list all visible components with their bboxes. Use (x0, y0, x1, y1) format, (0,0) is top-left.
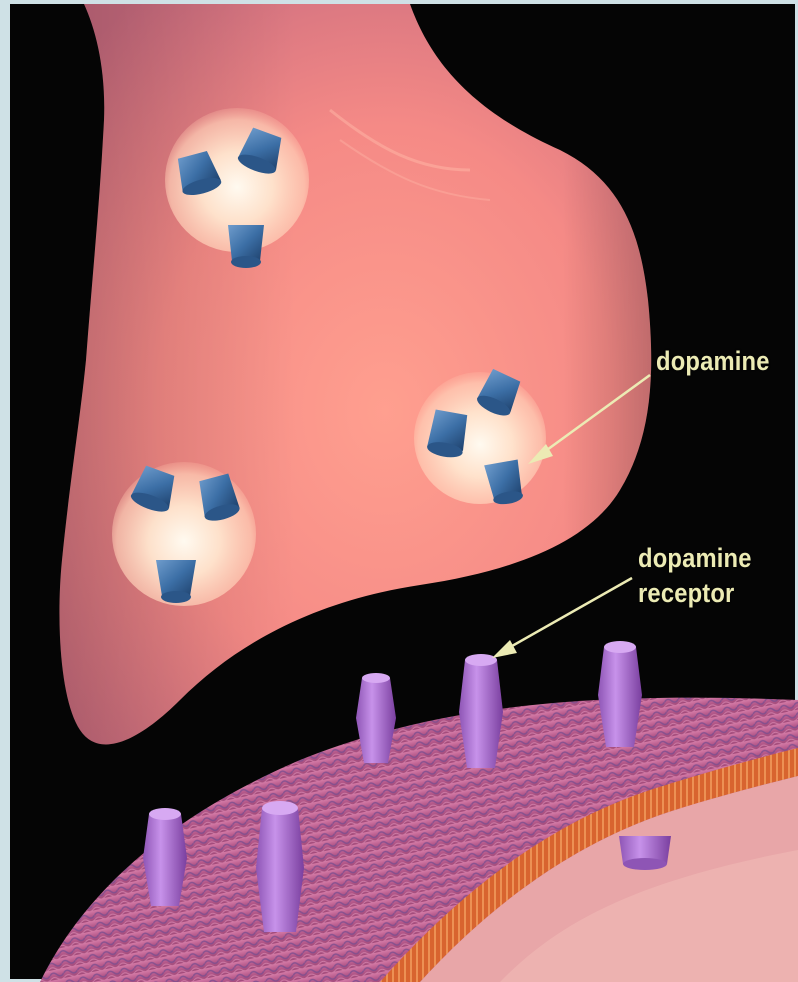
receptor-icon (459, 654, 503, 768)
label-dopamine-receptor-line1: dopamine (638, 543, 752, 574)
receptor-icon (256, 801, 304, 932)
receptor-icon (356, 673, 396, 763)
synaptic-vesicle-3 (112, 462, 256, 606)
label-dopamine-receptor-line2: receptor (638, 578, 734, 609)
dopamine-molecule-icon (228, 225, 264, 268)
label-dopamine: dopamine (656, 346, 770, 377)
dopamine-molecule-icon (156, 560, 196, 603)
receptor-icon (619, 836, 671, 870)
receptor-icon (143, 808, 187, 906)
receptor-icon (598, 641, 642, 747)
